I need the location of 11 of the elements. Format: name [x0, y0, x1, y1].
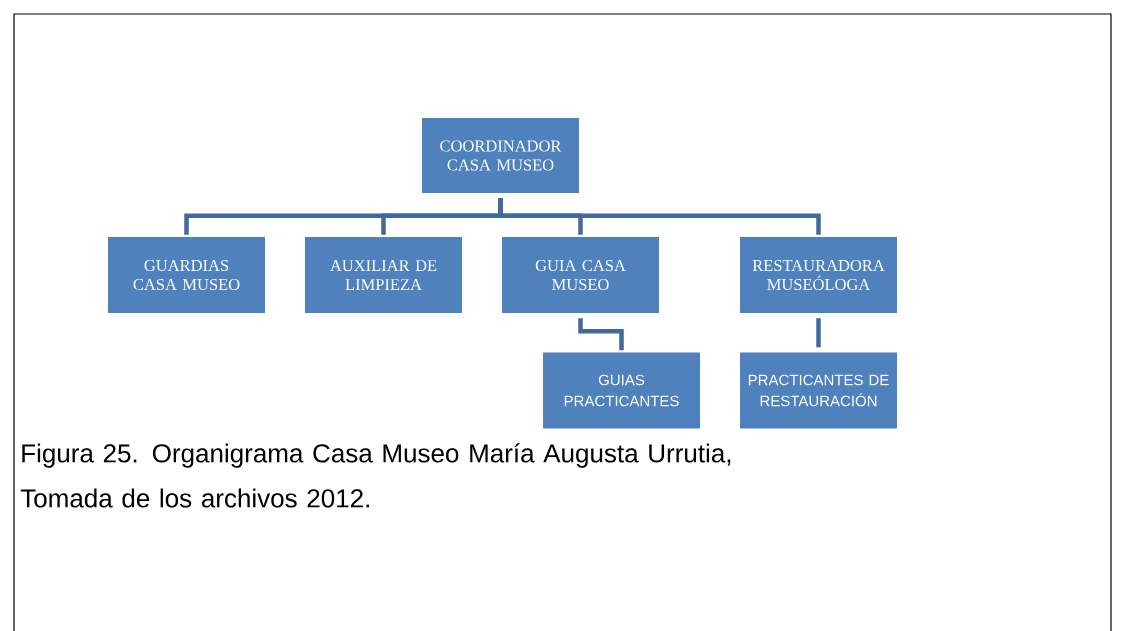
- org-box: AUXILIAR DE LIMPIEZA: [305, 237, 462, 313]
- org-box: RESTAURADORA MUSEÓLOGA: [740, 237, 897, 313]
- connector-line: [498, 198, 821, 235]
- caption: Figura 25. Organigrama Casa Museo María Augusta Urrutia, Tomada de los archivos 2012.: [20, 443, 731, 508]
- connector-line: [816, 318, 821, 348]
- org-box: GUARDIAS CASA MUSEO: [108, 237, 265, 313]
- connector-line: [578, 318, 624, 351]
- org-box: GUIAS PRACTICANTES: [543, 352, 700, 429]
- org-box: COORDINADOR CASA MUSEO: [422, 118, 579, 193]
- org-box: PRACTICANTES DE RESTAURACIÓN: [740, 352, 897, 429]
- org-box: GUIA CASA MUSEO: [502, 237, 659, 313]
